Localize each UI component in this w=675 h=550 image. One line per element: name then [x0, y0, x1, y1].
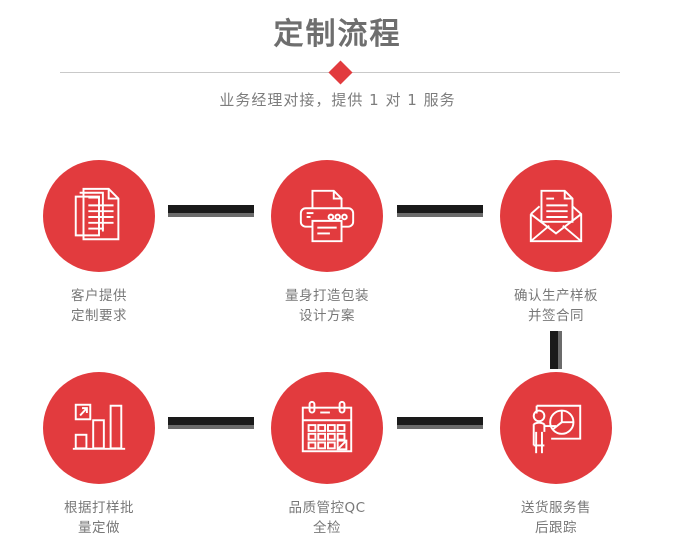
connector-step3-step6 — [550, 331, 562, 369]
step-4-label: 根据打样批 量定做 — [64, 500, 134, 536]
step-2-circle[interactable] — [271, 160, 383, 272]
step-6-circle[interactable] — [500, 372, 612, 484]
step-5[interactable]: 品质管控QC 全检 — [232, 372, 422, 538]
step-5-label: 品质管控QC 全检 — [288, 500, 366, 536]
calendar-check-icon — [301, 400, 353, 453]
documents-icon — [74, 187, 120, 241]
page-title: 定制流程 — [273, 17, 402, 52]
connector-shadow — [168, 213, 254, 217]
connector-shadow — [168, 425, 254, 429]
connector-bar — [550, 331, 558, 369]
envelope-document-icon — [529, 189, 583, 243]
step-6-label: 送货服务售 后跟踪 — [521, 500, 591, 536]
step-3[interactable]: 确认生产样板 并签合同 — [461, 160, 651, 326]
printer-icon — [299, 189, 355, 243]
diamond-icon — [327, 59, 353, 85]
step-3-label: 确认生产样板 并签合同 — [514, 288, 598, 324]
step-3-circle[interactable] — [500, 160, 612, 272]
connector-shadow — [397, 425, 483, 429]
step-1-circle[interactable] — [43, 160, 155, 272]
connector-step4-step5 — [168, 417, 254, 429]
connector-bar — [397, 417, 483, 425]
step-4-circle[interactable] — [43, 372, 155, 484]
step-1[interactable]: 客户提供 定制要求 — [4, 160, 194, 326]
connector-bar — [168, 205, 254, 213]
bar-chart-growth-icon — [72, 403, 126, 450]
title-divider — [60, 59, 620, 85]
page-subtitle: 业务经理对接，提供 1 对 1 服务 — [219, 91, 456, 109]
connector-step2-step3 — [397, 205, 483, 217]
connector-shadow — [397, 213, 483, 217]
step-5-circle[interactable] — [271, 372, 383, 484]
step-1-label: 客户提供 定制要求 — [71, 288, 127, 324]
step-2-label: 量身打造包装 设计方案 — [285, 288, 369, 324]
presentation-pie-chart-icon — [532, 404, 582, 454]
step-2[interactable]: 量身打造包装 设计方案 — [232, 160, 422, 326]
connector-shadow — [558, 331, 562, 369]
connector-bar — [168, 417, 254, 425]
connector-step5-step6 — [397, 417, 483, 429]
connector-bar — [397, 205, 483, 213]
connector-step1-step2 — [168, 205, 254, 217]
step-6[interactable]: 送货服务售 后跟踪 — [461, 372, 651, 538]
step-4[interactable]: 根据打样批 量定做 — [4, 372, 194, 538]
